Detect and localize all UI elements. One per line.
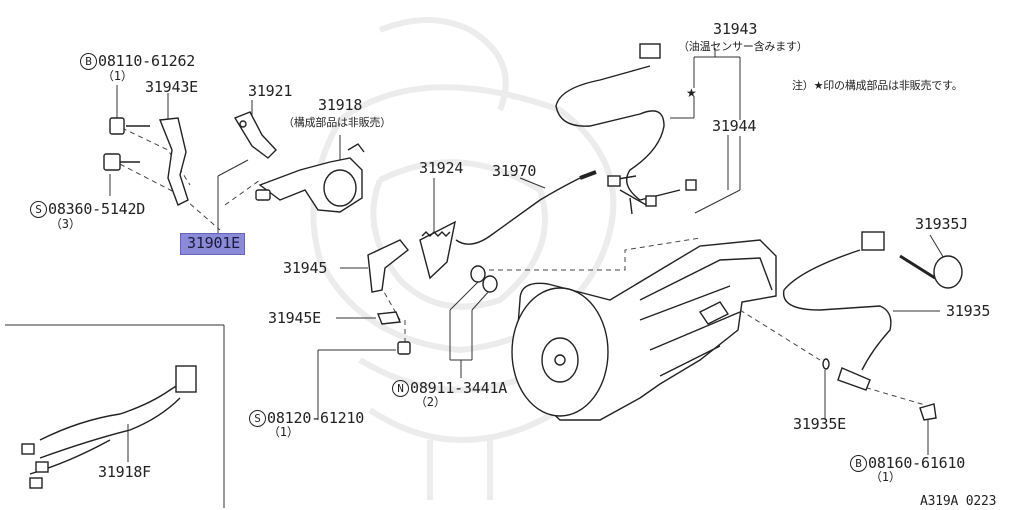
b-circle-icon: B [80, 53, 97, 70]
label-31943: 31943 [713, 20, 758, 38]
label-08911-qty: （2） [415, 395, 446, 409]
label-31935: 31935 [946, 302, 991, 320]
label-31924: 31924 [419, 159, 464, 177]
label-31918: 31918 [318, 96, 363, 114]
s-circle-icon-2: S [249, 410, 266, 427]
label-31943E: 31943E [145, 78, 198, 96]
label-31901E-highlighted[interactable]: 31901E [180, 233, 245, 255]
transmission-assembly [511, 239, 777, 421]
bracket-31945 [367, 239, 411, 355]
bracket-31943E [103, 117, 189, 206]
label-31921: 31921 [248, 82, 293, 100]
n-circle-icon: N [392, 380, 409, 397]
label-31935J: 31935J [915, 215, 968, 233]
label-08360-qty: （3） [50, 217, 81, 231]
speed-sensor-cable-31935 [782, 231, 963, 421]
lever-31921 [233, 111, 277, 159]
washers-08911 [470, 265, 498, 293]
label-31945: 31945 [283, 259, 328, 277]
s-circle-icon: S [30, 201, 47, 218]
label-08360-text: 08360-5142D [48, 200, 146, 218]
label-08120-qty: （1） [268, 425, 299, 439]
detent-plate-31924 [419, 220, 456, 280]
label-31943-note: （油温センサー含みます） [678, 40, 808, 53]
label-31945E: 31945E [268, 309, 321, 327]
inhibitor-switch-31918 [255, 143, 365, 213]
leader-lines [5, 48, 946, 508]
diagram-code: A319A 0223 [920, 494, 997, 509]
label-31944: 31944 [712, 117, 757, 135]
watermark-emblem [310, 17, 617, 500]
label-08911-text: 08911-3441A [410, 379, 508, 397]
label-08110-text: 08110-61262 [98, 52, 196, 70]
label-31918-note: （構成部品は非販売） [283, 116, 391, 129]
label-31970: 31970 [492, 162, 537, 180]
cable-31970 [455, 170, 597, 245]
harness-31944 [555, 43, 697, 215]
b-circle-icon-2: B [850, 455, 867, 472]
label-08160-text: 08160-61610 [868, 454, 966, 472]
label-08160-qty: （1） [870, 470, 901, 484]
label-08110-qty: （1） [102, 69, 133, 83]
star-marker: ★ [686, 86, 697, 100]
harness-31918F [21, 365, 197, 489]
label-31918F: 31918F [98, 463, 151, 481]
note-non-sale: 注）★印の構成部品は非販売です。 [792, 79, 963, 92]
label-08120-text: 08120-61210 [267, 409, 365, 427]
label-31935E: 31935E [793, 415, 846, 433]
